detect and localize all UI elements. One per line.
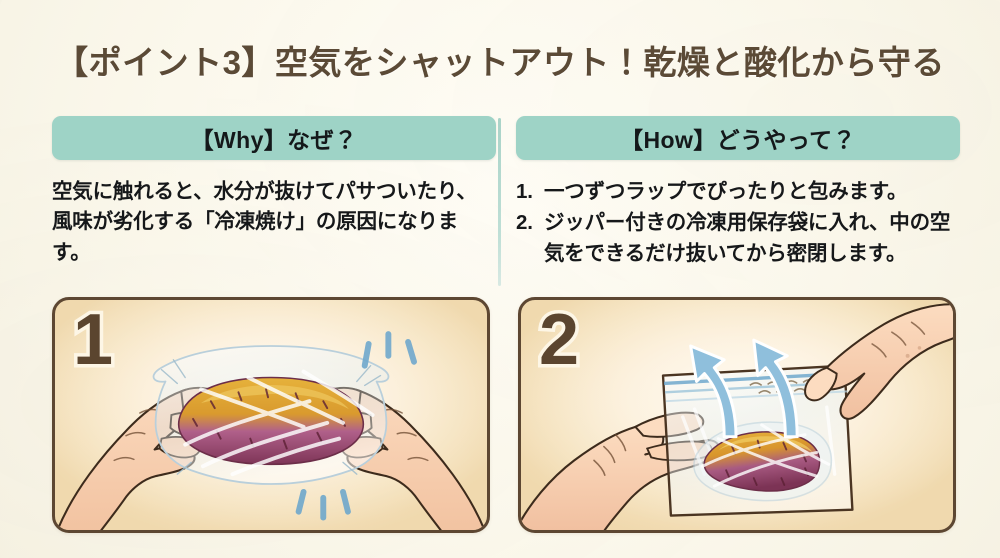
column-how: 【How】どうやって？ 1. 一つずつラップでぴったりと包みます。 2. ジッパ… xyxy=(516,116,960,270)
illustration-wrap-step-1 xyxy=(55,300,487,530)
header-bar-how: 【How】どうやって？ xyxy=(516,116,960,160)
illustration-panel-1: 1 xyxy=(52,297,490,533)
step-text: ジッパー付きの冷凍用保存袋に入れ、中の空気をできるだけ抜いてから密閉します。 xyxy=(544,211,951,265)
panel-number-1: 1 xyxy=(69,300,116,380)
air-arrow-icon xyxy=(689,338,799,439)
hand-right-icon xyxy=(804,303,953,420)
column-divider xyxy=(498,118,501,286)
sparkle-marks-icon xyxy=(295,331,417,521)
header-label-why: 【Why】なぜ？ xyxy=(190,127,358,153)
column-why: 【Why】なぜ？ 空気に触れると、水分が抜けてパサついたり、風味が劣化する「冷凍… xyxy=(52,116,496,268)
plastic-wrap-crinkle-icon xyxy=(160,359,382,475)
list-item: 1. 一つずつラップでぴったりと包みます。 xyxy=(516,177,960,207)
step-number: 1. xyxy=(516,180,533,203)
page-title: 【ポイント3】空気をシャットアウト！乾燥と酸化から守る xyxy=(55,44,945,81)
header-bar-why: 【Why】なぜ？ xyxy=(52,116,496,160)
step-number: 2. xyxy=(516,211,533,235)
zipper-bag-illustration xyxy=(521,300,953,530)
list-item: 2. ジッパー付きの冷凍用保存袋に入れ、中の空気をできるだけ抜いてから密閉します… xyxy=(516,208,960,269)
why-paragraph: 空気に触れると、水分が抜けてパサついたり、風味が劣化する「冷凍焼け」の原因になり… xyxy=(52,180,477,264)
body-text-how: 1. 一つずつラップでぴったりと包みます。 2. ジッパー付きの冷凍用保存袋に入… xyxy=(516,177,960,269)
sweet-potato-icon xyxy=(693,421,833,502)
plastic-wrap-highlight-icon xyxy=(183,369,375,477)
header-label-how: 【How】どうやって？ xyxy=(620,127,856,153)
panel-number-2: 2 xyxy=(535,300,582,380)
steps-list: 1. 一つずつラップでぴったりと包みます。 2. ジッパー付きの冷凍用保存袋に入… xyxy=(516,177,960,269)
body-text-why: 空気に触れると、水分が抜けてパサついたり、風味が劣化する「冷凍焼け」の原因になり… xyxy=(52,177,496,268)
step-text: 一つずつラップでぴったりと包みます。 xyxy=(544,180,908,203)
illustration-panel-2: 2 xyxy=(518,297,956,533)
wrapping-sweet-potato-illustration xyxy=(55,300,487,530)
illustration-wrap-step-2 xyxy=(521,300,953,530)
